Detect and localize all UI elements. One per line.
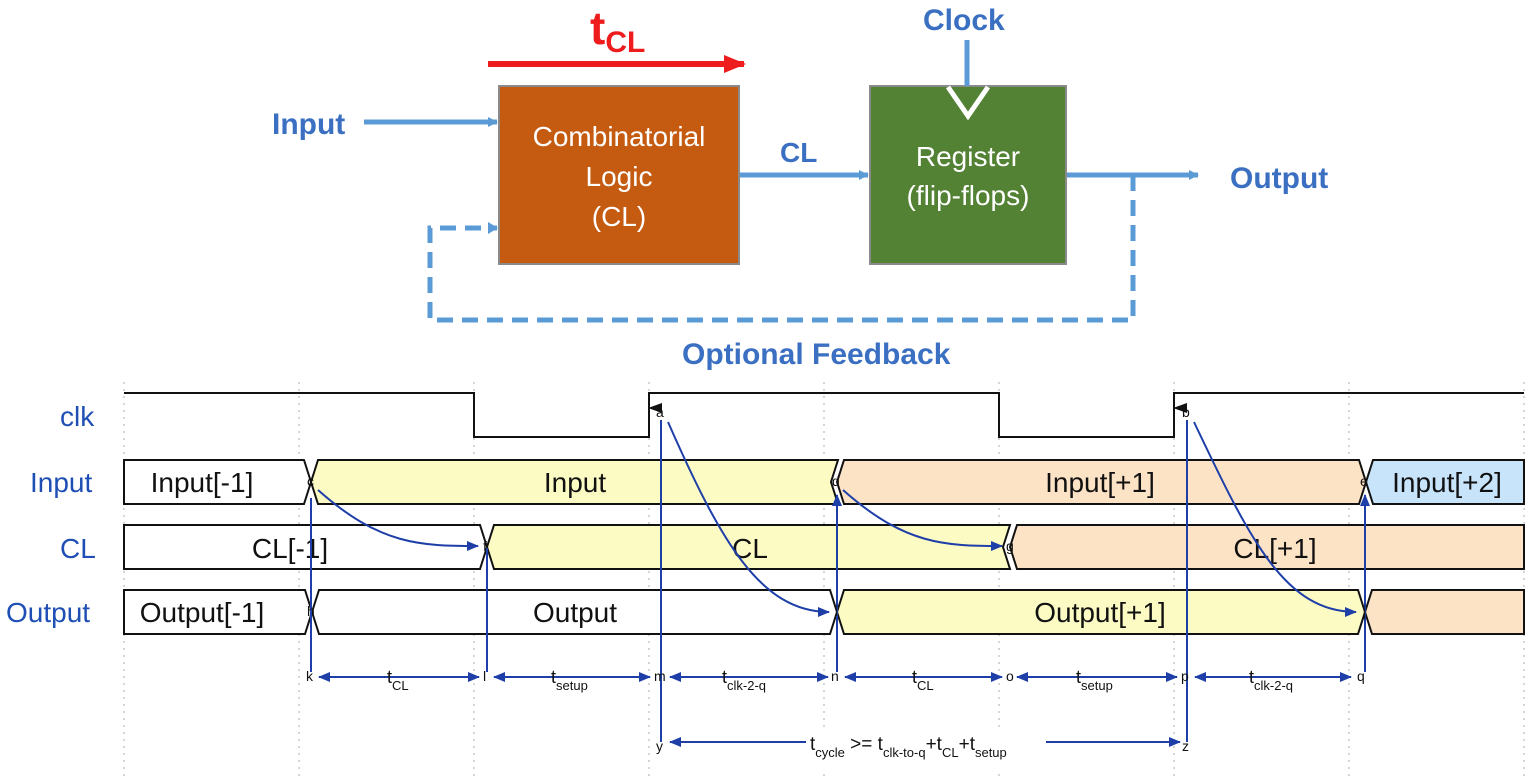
timing-reference-lines: [310, 420, 1366, 742]
interval-labels: tCL tsetup tclk-2-q tCL tsetup tclk-2-q: [387, 667, 1293, 693]
input-value: Input[-1]: [151, 467, 254, 498]
tcl-title: tCL: [590, 2, 645, 59]
point-label-i: i: [835, 603, 838, 619]
timing-diagram: clk Input CL Output Input[-1] Input Inpu…: [6, 382, 1525, 776]
curve-c-to-f: [317, 489, 479, 551]
output-row: Output[-1] Output Output[+1]: [123, 589, 1525, 635]
row-label-input: Input: [30, 467, 92, 498]
cl-segment: [123, 524, 489, 570]
input-segment: [1364, 459, 1525, 505]
point-label-a: a: [656, 404, 664, 420]
input-segment: [123, 459, 313, 505]
point-label-d: d: [832, 473, 840, 489]
interval-label: tclk-2-q: [1249, 667, 1293, 693]
point-label-y: y: [656, 738, 663, 754]
input-value: Input[+2]: [1392, 467, 1502, 498]
feedback-arrowhead: [488, 222, 498, 234]
point-label-o: o: [1006, 668, 1014, 684]
point-label-q: q: [1357, 668, 1365, 684]
point-label-k: k: [306, 668, 314, 684]
register-block-line-2: (flip-flops): [907, 180, 1030, 211]
cl-block-line-1: Combinatorial: [533, 121, 706, 152]
cl-row: CL[-1] CL CL[+1]: [123, 524, 1525, 570]
cl-block-line-2: Logic: [586, 161, 653, 192]
output-value: Output: [533, 597, 617, 628]
cl-block-line-3: (CL): [592, 201, 646, 232]
output-segment: [1363, 589, 1525, 635]
input-value: Input[+1]: [1045, 467, 1155, 498]
curve-d-to-g: [842, 489, 1003, 551]
row-label-clk: clk: [60, 401, 95, 432]
cl-value: CL[+1]: [1233, 533, 1316, 564]
interval-label: tsetup: [551, 667, 588, 693]
curve-b-to-j: [1193, 421, 1357, 617]
point-label-c: c: [307, 473, 314, 489]
interval-label: tCL: [387, 667, 409, 693]
feedback-path: [427, 175, 1136, 323]
clk-waveform: [124, 392, 1524, 438]
point-label-e: e: [1360, 473, 1368, 489]
cl-segment: [485, 524, 1012, 570]
input-value: Input: [544, 467, 606, 498]
interval-label: tclk-2-q: [722, 667, 766, 693]
interval-label: tsetup: [1076, 667, 1113, 693]
point-label-h: h: [307, 603, 315, 619]
interval-label: tCL: [912, 667, 934, 693]
cl-segment: [1008, 524, 1525, 570]
point-labels: a b c d e f g h i j k l m n o p q y z: [306, 404, 1368, 754]
output-segment: [123, 589, 314, 635]
output-value: Output[+1]: [1034, 597, 1166, 628]
point-label-b: b: [1182, 404, 1190, 420]
point-label-g: g: [1006, 538, 1014, 554]
output-value: Output[-1]: [140, 597, 265, 628]
point-label-m: m: [654, 668, 666, 684]
cycle-label-background: [806, 730, 1046, 770]
row-label-cl: CL: [60, 533, 96, 564]
output-label: Output: [1230, 162, 1328, 195]
input-segment: [835, 459, 1368, 505]
cl-value: CL[-1]: [252, 533, 328, 564]
curve-a-to-i: [667, 421, 830, 617]
feedback-label: Optional Feedback: [682, 338, 951, 371]
point-label-l: l: [483, 668, 486, 684]
clock-input-triangle: [945, 85, 991, 121]
cl-value: CL: [732, 533, 768, 564]
point-label-j: j: [1362, 603, 1366, 619]
block-diagram: tCL Input Combinatorial Logic (CL) CL Re…: [272, 2, 1328, 371]
point-label-z: z: [1182, 738, 1189, 754]
cl-wire-label: CL: [780, 137, 817, 168]
input-row: Input[-1] Input Input[+1] Input[+2]: [123, 459, 1525, 505]
point-label-p: p: [1181, 668, 1189, 684]
combinatorial-logic-block: [498, 85, 740, 265]
register-block-line-1: Register: [916, 141, 1020, 172]
point-label-n: n: [831, 668, 839, 684]
cycle-equation: tcycle >= tclk-to-q+tCL+tsetup: [810, 734, 1007, 760]
clock-label: Clock: [923, 4, 1005, 37]
input-label: Input: [272, 108, 345, 141]
point-label-f: f: [483, 538, 487, 554]
timing-grid: [123, 382, 1525, 776]
row-label-output: Output: [6, 597, 90, 628]
